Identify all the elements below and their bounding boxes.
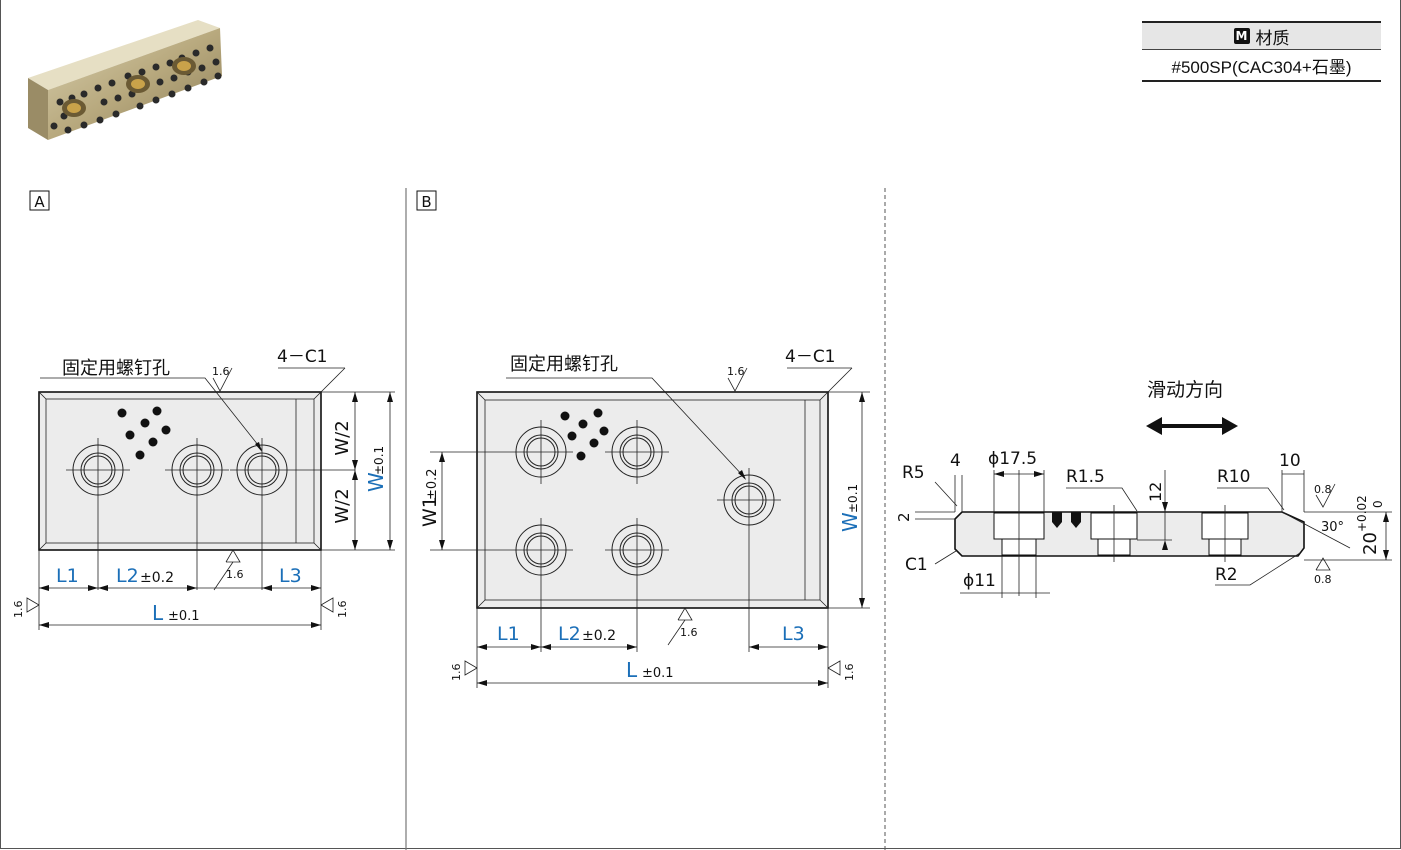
material-header: M 材质 [1142, 21, 1381, 50]
section-phi175: ϕ17.5 [988, 449, 1037, 469]
view-b-hole-5 [717, 468, 781, 652]
section-t-dim: 20 [1360, 532, 1381, 555]
view-b-rough-top: 1.6 [727, 365, 745, 378]
view-b-l2-tol: ±0.2 [582, 628, 616, 644]
view-a-rough-right: 1.6 [336, 601, 349, 619]
section-counterbore-1 [993, 470, 1045, 596]
view-a-rough-left: 1.6 [12, 601, 25, 619]
section-c1: C1 [905, 555, 928, 575]
view-a-l2-tol: ±0.2 [140, 570, 174, 586]
section-r10: R10 [1217, 467, 1250, 487]
view-b-graphite-dots [560, 408, 609, 461]
section-r15: R1.5 [1066, 467, 1105, 487]
product-photo [28, 20, 222, 140]
view-b-hole-1 [430, 420, 573, 484]
section-dim12: 12 [1146, 482, 1165, 502]
section-graphite-plugs [1052, 512, 1081, 528]
sliding-direction-label: 滑动方向 [1147, 379, 1223, 401]
view-b-hole-2 [605, 420, 669, 484]
material-table: M 材质 #500SP(CAC304+石墨) [1142, 21, 1381, 82]
view-a-l2: L2 [116, 565, 139, 587]
section-rough-top: 0.8 [1314, 483, 1332, 496]
view-a-l-tol: ±0.1 [168, 609, 200, 624]
material-value: #500SP(CAC304+石墨) [1142, 50, 1381, 82]
view-b-l2: L2 [558, 623, 581, 645]
view-b-w-tol: ±0.1 [846, 484, 860, 513]
view-b-hole-4 [605, 518, 669, 652]
view-b-w1-tol: ±0.2 [425, 468, 440, 500]
view-a-graphite-dots [117, 406, 171, 460]
view-b-l-tol: ±0.1 [642, 666, 674, 681]
view-b-rough-left: 1.6 [450, 664, 463, 682]
section-rough-bottom: 0.8 [1314, 573, 1332, 586]
view-b-w-dim: W [838, 512, 862, 532]
section-dim2: 2 [895, 512, 913, 522]
view-a-hole-label: 固定用螺钉孔 [62, 358, 170, 379]
material-badge-icon: M [1233, 28, 1250, 44]
view-a-rough-bottom: 1.6 [226, 568, 244, 581]
view-b-l3: L3 [782, 623, 805, 645]
view-a-l3: L3 [279, 565, 302, 587]
section-r5: R5 [902, 463, 925, 483]
section-view: 滑动方向 4 [895, 379, 1392, 598]
section-counterbore-2 [1090, 505, 1138, 562]
view-a-half-w-top: W/2 [332, 420, 353, 455]
section-r2: R2 [1215, 565, 1238, 585]
view-a-w-dim: W [364, 472, 388, 492]
view-a-hole-3 [230, 438, 355, 590]
material-header-label: 材质 [1255, 28, 1290, 49]
sliding-direction-arrow-icon [1146, 417, 1238, 435]
section-counterbore-3 [1201, 505, 1249, 562]
view-a: A 固定用螺钉孔 [12, 190, 395, 630]
view-b-l1: L1 [497, 623, 520, 645]
view-a-l-dim: L [152, 601, 164, 625]
section-dim10: 10 [1279, 451, 1301, 471]
view-b-chamfer: 4－C1 [785, 347, 836, 367]
section-t-tol-lower: 0 [1371, 500, 1385, 508]
view-b-l-dim: L [626, 658, 638, 682]
view-a-hole-2 [165, 438, 229, 590]
view-b-rough-bottom: 1.6 [680, 626, 698, 639]
view-b-tag: B [421, 193, 431, 211]
view-a-w-tol: ±0.1 [372, 446, 386, 475]
view-b: B [416, 190, 870, 688]
view-b-hole-3 [430, 518, 573, 652]
section-angle: 30° [1321, 520, 1344, 535]
view-a-l1: L1 [56, 565, 79, 587]
view-b-rough-right: 1.6 [843, 664, 856, 682]
section-dim4: 4 [950, 451, 961, 471]
view-a-rough-top: 1.6 [212, 365, 230, 378]
section-phi11: ϕ11 [963, 571, 996, 591]
view-b-hole-label: 固定用螺钉孔 [510, 354, 618, 375]
view-b-w1-dim: W1 [419, 496, 441, 527]
view-a-hole-1 [66, 438, 130, 590]
view-a-half-w-bottom: W/2 [332, 488, 353, 523]
view-a-tag: A [34, 193, 45, 211]
section-t-tol-upper: +0.02 [1355, 495, 1369, 532]
view-a-chamfer: 4－C1 [277, 347, 328, 367]
